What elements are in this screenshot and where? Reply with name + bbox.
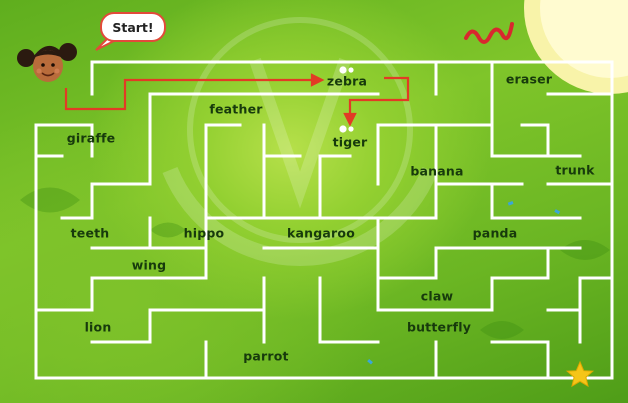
word-trunk[interactable]: trunk <box>555 162 595 178</box>
red-ribbon-icon <box>464 22 514 44</box>
word-giraffe[interactable]: giraffe <box>66 130 116 146</box>
solution-path-arrow <box>64 73 410 127</box>
start-speech-bubble: Start! <box>100 12 166 42</box>
background-leaf-shapes <box>162 17 438 267</box>
word-tiger[interactable]: tiger <box>332 134 368 150</box>
word-teeth[interactable]: teeth <box>70 225 110 241</box>
word-butterfly[interactable]: butterfly <box>406 319 472 335</box>
confetti <box>367 201 561 365</box>
word-lion[interactable]: lion <box>84 319 112 335</box>
word-feather[interactable]: feather <box>209 101 263 117</box>
word-wing[interactable]: wing <box>131 257 167 273</box>
word-hippo[interactable]: hippo <box>183 225 225 241</box>
item-dots <box>339 66 354 133</box>
girl-character-icon <box>17 43 77 82</box>
word-banana[interactable]: banana <box>410 163 464 179</box>
word-eraser[interactable]: eraser <box>505 71 553 87</box>
word-zebra[interactable]: zebra <box>326 73 368 89</box>
start-label: Start! <box>112 19 154 35</box>
word-claw[interactable]: claw <box>420 288 454 304</box>
star-finish-icon <box>565 360 595 388</box>
maze-walls <box>34 60 614 380</box>
word-parrot[interactable]: parrot <box>243 348 289 364</box>
word-kangaroo[interactable]: kangaroo <box>287 225 355 241</box>
word-panda[interactable]: panda <box>472 225 518 241</box>
sun-corner-icon <box>524 0 628 94</box>
